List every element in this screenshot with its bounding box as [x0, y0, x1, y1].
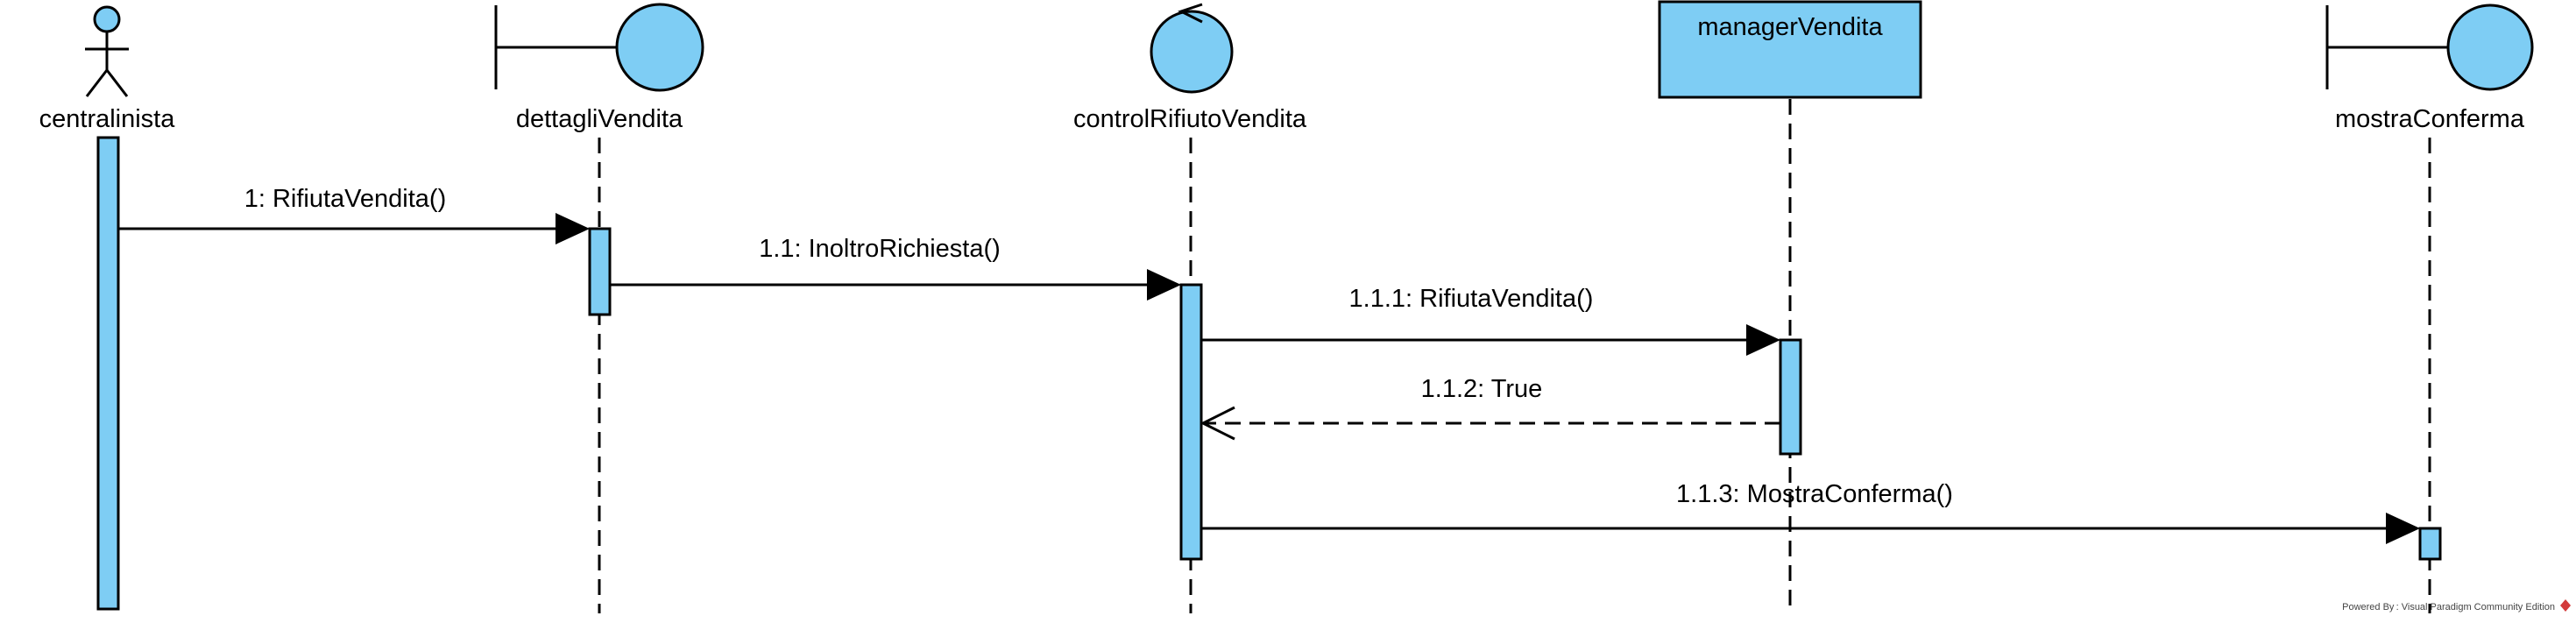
message-1-1-1[interactable]: 1.1.1: RifiutaVendita()	[1201, 285, 1780, 356]
vp-logo-icon	[2560, 599, 2571, 612]
participant-centralinista[interactable]: centralinista	[39, 5, 176, 133]
participant-box	[1658, 0, 1922, 99]
filled-arrowhead	[556, 213, 590, 244]
activation-bar	[96, 136, 120, 611]
actor-icon	[85, 5, 129, 97]
control-icon	[1150, 3, 1234, 94]
filled-arrowhead	[2386, 513, 2420, 544]
activation-bar	[1179, 283, 1203, 561]
message-1-1-2[interactable]: 1.1.2: True	[1200, 375, 1780, 441]
open-arrowhead	[1200, 406, 1235, 441]
boundary-icon	[2325, 4, 2534, 91]
watermark: Powered By : Visual Paradigm Community E…	[2342, 599, 2571, 612]
message-label: 1: RifiutaVendita()	[244, 185, 447, 213]
message-label: 1.1.2: True	[1421, 375, 1543, 403]
participant-managerVendita[interactable]: managerVendita	[1658, 0, 1922, 99]
participant-name: centralinista	[39, 105, 176, 133]
watermark-text: Powered By : Visual Paradigm Community E…	[2342, 602, 2555, 612]
message-label: 1.1: InoltroRichiesta()	[759, 235, 1001, 263]
message-1[interactable]: 1: RifiutaVendita()	[118, 185, 590, 244]
filled-arrowhead	[1746, 324, 1780, 356]
participant-mostraConferma[interactable]: mostraConferma	[2325, 4, 2534, 133]
message-label: 1.1.1: RifiutaVendita()	[1349, 285, 1594, 313]
participant-name: mostraConferma	[2335, 105, 2525, 133]
participant-name: dettagliVendita	[516, 105, 683, 133]
activation-bar	[588, 227, 612, 316]
participant-dettagliVendita[interactable]: dettagliVendita	[494, 3, 704, 133]
activation-bar	[2418, 527, 2442, 561]
boundary-icon	[494, 3, 704, 92]
participant-name: controlRifiutoVendita	[1073, 105, 1307, 133]
message-1-1-3[interactable]: 1.1.3: MostraConferma()	[1201, 480, 2420, 544]
message-1-1[interactable]: 1.1: InoltroRichiesta()	[610, 235, 1181, 301]
participant-name: managerVendita	[1697, 13, 1883, 41]
participant-controlRifiutoVendita[interactable]: controlRifiutoVendita	[1073, 3, 1307, 133]
filled-arrowhead	[1147, 269, 1181, 301]
activation-bar	[1779, 338, 1802, 456]
message-label: 1.1.3: MostraConferma()	[1676, 480, 1953, 508]
